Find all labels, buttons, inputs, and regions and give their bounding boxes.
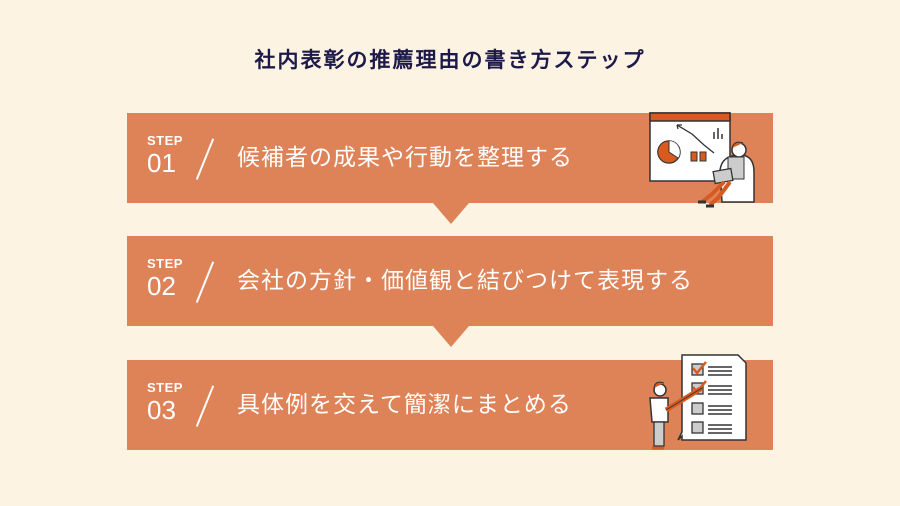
step-number: 03: [147, 395, 176, 425]
presentation-analysis-illustration: [649, 112, 755, 208]
step-2-box: STEP 02 会社の方針・価値観と結びつけて表現する: [127, 236, 773, 326]
step-word: STEP: [147, 380, 183, 395]
checklist-illustration: [649, 354, 747, 450]
step-1-text: 候補者の成果や行動を整理する: [237, 145, 573, 171]
step-2-text: 会社の方針・価値観と結びつけて表現する: [237, 268, 693, 294]
step-number: 01: [147, 148, 176, 178]
slash-divider: [195, 261, 214, 303]
step-1-label: STEP 01: [147, 133, 183, 178]
step-3-text: 具体例を交えて簡潔にまとめる: [237, 392, 572, 418]
slash-divider: [195, 138, 214, 180]
down-arrow-icon: [433, 326, 469, 347]
step-3-label: STEP 03: [147, 380, 183, 425]
down-arrow-icon: [433, 203, 469, 224]
step-word: STEP: [147, 133, 183, 148]
step-2-label: STEP 02: [147, 256, 183, 301]
slash-divider: [195, 385, 214, 427]
step-number: 02: [147, 271, 176, 301]
step-word: STEP: [147, 256, 183, 271]
page-title: 社内表彰の推薦理由の書き方ステップ: [254, 48, 646, 72]
